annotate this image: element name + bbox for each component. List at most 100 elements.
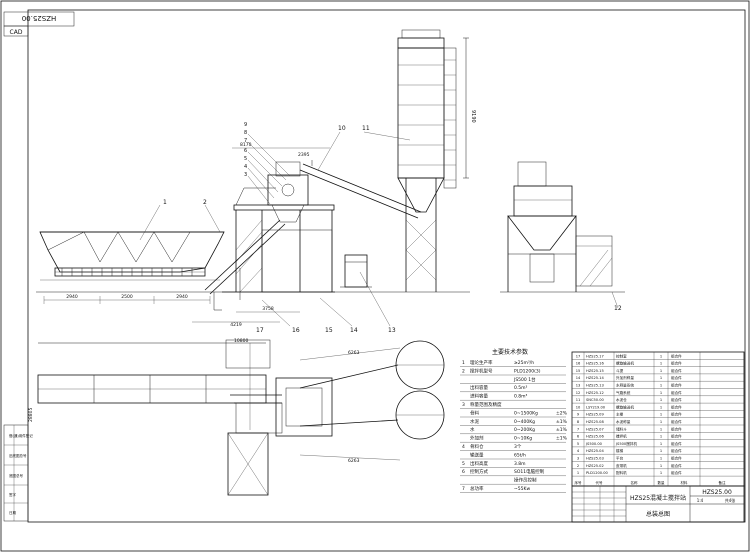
parts-row-material: 组合件: [671, 383, 682, 388]
spec-title: 主要技术参数: [492, 348, 528, 356]
parts-row-qty: 1: [660, 354, 662, 358]
parts-row-material: 组合件: [671, 361, 682, 366]
title-machine-name: HZS25混凝土搅拌站: [630, 494, 686, 502]
parts-row-name: 外加剂称量: [616, 375, 634, 380]
parts-row-code: PLD1200.00: [586, 471, 609, 475]
spec-row-no: 1: [462, 360, 465, 366]
parts-row-name: 楼梯: [616, 448, 624, 453]
parts-row-qty: 1: [660, 376, 662, 380]
callout-15: 15: [325, 327, 333, 334]
parts-row-name: 气路系统: [616, 390, 631, 395]
parts-row-qty: 1: [660, 457, 662, 461]
spec-row-value: SO11电脑控制: [514, 468, 545, 475]
plan-control-room: [227, 432, 269, 496]
parts-row-no: 13: [576, 384, 581, 388]
title-scale: 1:4: [697, 498, 704, 503]
dim-top-width: 8170: [240, 142, 252, 148]
callout-9: 9: [244, 122, 247, 128]
parts-row-material: 组合件: [671, 368, 682, 373]
parts-row-qty: 1: [660, 442, 662, 446]
drawing-frame: [27, 9, 746, 523]
parts-header-note: 备注: [719, 480, 727, 485]
parts-row-material: 组合件: [671, 397, 682, 402]
parts-row-no: 3: [577, 457, 579, 461]
parts-row-qty: 1: [660, 464, 662, 468]
main-tower: [214, 161, 335, 311]
spec-row-name: 骨料: [470, 409, 479, 416]
parts-header-mat: 材料: [681, 480, 689, 485]
stamp-code: HZS25.00: [22, 14, 57, 22]
parts-row-material: 组合件: [671, 375, 682, 380]
parts-row-no: 7: [577, 427, 579, 431]
callout-5: 5: [244, 156, 247, 162]
spec-row-value: 操作员控制: [514, 477, 537, 484]
spec-row-name: 理论生产率: [470, 359, 493, 366]
parts-row-material: 组合件: [671, 470, 682, 475]
callout-8: 8: [244, 130, 247, 136]
callout-6: 6: [244, 148, 247, 154]
spec-row-value: PLD1200(3): [514, 368, 541, 374]
parts-row-no: 16: [576, 362, 581, 366]
parts-row-qty: 1: [660, 362, 662, 366]
spec-row-value: ~55Kw: [514, 486, 530, 492]
title-drawing-name: 总装总图: [646, 510, 670, 518]
callout-11: 11: [362, 125, 370, 132]
spec-row-tol: ±1%: [556, 436, 568, 442]
spec-row-value: 3.8m: [514, 461, 526, 467]
plan-view: 10800 6263 6263: [37, 338, 445, 496]
dim-bin-1: 2940: [66, 294, 78, 300]
dim-bin-2: 2500: [121, 294, 133, 300]
parts-row-no: 14: [576, 376, 581, 380]
parts-row-code: HZS25.07: [586, 427, 604, 431]
spec-row-value: 65t/h: [514, 452, 526, 458]
parts-row-code: HZS25.02: [586, 464, 604, 468]
callout-2: 2: [203, 199, 207, 206]
dim-conveyor: 4219: [230, 322, 242, 328]
elevation-view: 9190 2940 2500 2940 4219 3758 2395 8170: [36, 29, 622, 334]
parts-row-code: HZS25.14: [586, 376, 604, 380]
dim-bin-3: 2940: [176, 294, 188, 300]
margin-label-1: 借(通)用件登记: [9, 433, 33, 438]
parts-row-qty: 1: [660, 449, 662, 453]
dim-plan-top: 10800: [234, 338, 248, 344]
callout-14: 14: [350, 327, 358, 334]
parts-row-material: 组合件: [671, 463, 682, 468]
callout-leaders: [139, 131, 411, 327]
parts-row-code: HZS25.08: [586, 420, 604, 424]
belt-conveyor: [204, 219, 286, 310]
callout-3: 3: [244, 172, 247, 178]
parts-row-qty: 1: [660, 413, 662, 417]
parts-row-material: 组合件: [671, 353, 682, 358]
spec-row-value: 3个: [514, 444, 522, 450]
spec-row-no: 2: [462, 368, 465, 374]
spec-row-name: 水泥: [470, 418, 479, 425]
parts-row-qty: 1: [660, 427, 662, 431]
side-view: [500, 161, 625, 309]
corner-stamp: HZS25.00 CAD: [3, 11, 75, 37]
callout-12: 12: [614, 305, 622, 312]
silo-ladder: [443, 47, 457, 189]
parts-row-material: 组合件: [671, 404, 682, 409]
parts-row-no: 11: [576, 398, 581, 402]
parts-row-name: 储料斗: [616, 426, 627, 431]
callout-4: 4: [244, 164, 247, 170]
parts-row-name: 控制室: [616, 353, 627, 358]
spec-row-name: 进料容量: [470, 393, 488, 400]
spec-row-name: 搅拌机型号: [470, 367, 493, 374]
spec-row-no: 6: [462, 469, 465, 475]
spec-row-name: 总功率: [470, 485, 484, 492]
parts-row-no: 12: [576, 391, 581, 395]
spec-row-value: ≥25m³/h: [514, 360, 534, 366]
dim-mixer-height: 2395: [298, 152, 310, 158]
dim-silo-height: 9190: [470, 110, 476, 123]
stamp-cad: CAD: [10, 29, 23, 36]
parts-row-material: 组合件: [671, 412, 682, 417]
plan-mixer-building: [275, 377, 333, 437]
spec-row-name: 出料高度: [470, 460, 488, 467]
parts-header-code: 代号: [596, 480, 604, 485]
parts-row-qty: 1: [660, 384, 662, 388]
parts-row-name: 水称量系统: [616, 383, 634, 388]
parts-row-qty: 1: [660, 471, 662, 475]
parts-row-qty: 1: [660, 391, 662, 395]
